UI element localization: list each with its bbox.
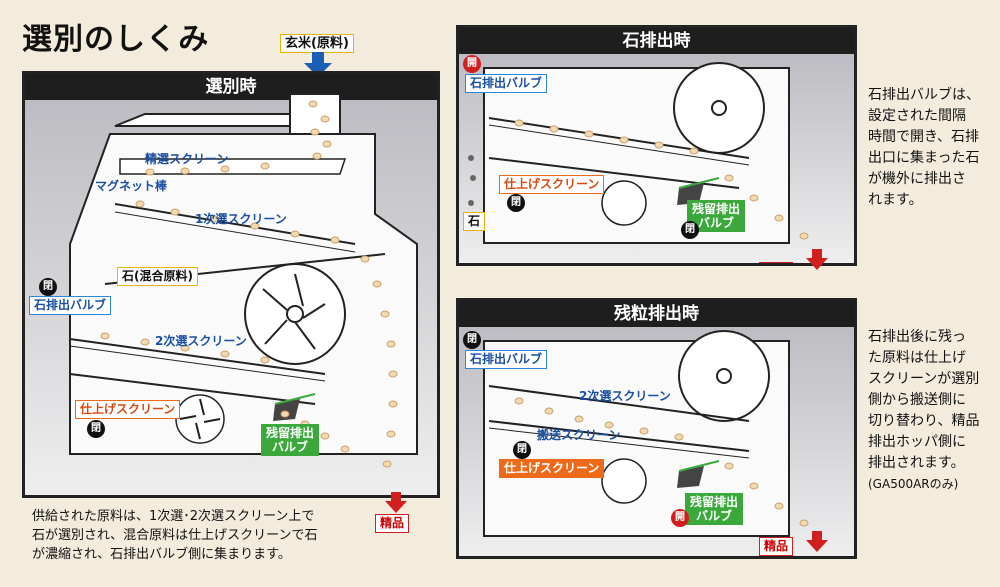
main-stone-valve-label: 石排出バルブ bbox=[29, 296, 112, 315]
main-caption: 供給された原料は、1次選･2次選スクリーン上で 石が選別され、混合原料は仕上げス… bbox=[32, 507, 317, 564]
residual-desc-line1: 石排出後に残っ bbox=[868, 329, 966, 345]
stone-description: 石排出バルブは、 設定された間隔 時間で開き、石排 出口に集まった石 が機外に排… bbox=[868, 85, 980, 211]
main-stone-mixed-label: 石(混合原料) bbox=[117, 267, 198, 286]
main-magnet-rod-label: マグネット棒 bbox=[95, 179, 168, 193]
main-product-label: 精品 bbox=[375, 514, 410, 533]
residual-desc-line8: (GA500ARのみ) bbox=[868, 477, 959, 491]
residual-finishing-screen-label: 仕上げスクリーン bbox=[499, 459, 605, 478]
main-product-arrow-icon bbox=[385, 492, 407, 513]
stone-stone-label: 石 bbox=[463, 212, 486, 231]
residual-secondary-screen-label: 2次選スクリーン bbox=[579, 389, 671, 403]
main-caption-line2: 石が選別され、混合原料は仕上げスクリーンで石 bbox=[32, 528, 318, 543]
residual-panel-title: 残粒排出時 bbox=[459, 301, 854, 327]
stone-desc-line1: 石排出バルブは、 bbox=[868, 87, 980, 103]
stone-desc-line4: 出口に集まった石 bbox=[868, 150, 980, 166]
residual-product-label: 精品 bbox=[759, 537, 794, 556]
residual-desc-line6: 排出ホッパ側に bbox=[868, 434, 966, 450]
residual-closed-marker-mid: 閉 bbox=[513, 441, 531, 459]
residual-residual-valve-line2: バルブ bbox=[696, 509, 733, 523]
residual-open-marker: 開 bbox=[671, 509, 689, 527]
page-title: 選別のしくみ bbox=[22, 22, 210, 57]
residual-description: 石排出後に残っ た原料は仕上げ スクリーンが選別 側から搬送側に 切り替わり、精… bbox=[868, 327, 979, 495]
main-residual-valve-line2: バルブ bbox=[272, 440, 309, 454]
main-secondary-screen-label: 2次選スクリーン bbox=[155, 334, 247, 348]
main-closed-marker-top: 閉 bbox=[39, 278, 57, 296]
feed-label: 玄米(原料) bbox=[280, 34, 354, 53]
stone-finishing-screen-label: 仕上げスクリーン bbox=[499, 175, 605, 194]
stone-machine-diagram bbox=[459, 54, 854, 263]
residual-transfer-screen-label: 搬送スクリーン bbox=[537, 428, 621, 442]
stone-closed-marker-right: 閉 bbox=[681, 221, 699, 239]
main-caption-line1: 供給された原料は、1次選･2次選スクリーン上で bbox=[32, 509, 315, 524]
stone-desc-line5: が機外に排出さ bbox=[868, 171, 966, 187]
residual-desc-line7: 排出されます。 bbox=[868, 455, 965, 471]
residual-residual-valve-line1: 残留排出 bbox=[690, 495, 739, 509]
residual-desc-line4: 側から搬送側に bbox=[868, 392, 966, 408]
stone-desc-line6: れます。 bbox=[868, 192, 923, 208]
stone-residual-valve-line2: バルブ bbox=[698, 216, 735, 230]
main-panel-title: 選別時 bbox=[25, 74, 437, 100]
main-panel: 選別時 精選スクリーン マグネット棒 1次選スクリーン 石(混合原料) 閉 bbox=[22, 71, 440, 498]
stone-desc-line2: 設定された間隔 bbox=[868, 108, 966, 124]
main-machine-diagram bbox=[25, 93, 437, 495]
residual-panel: 残粒排出時 閉 石排出バルブ 2次選スクリーン 搬送スクリーン 閉 仕上げスクリ… bbox=[456, 298, 857, 559]
main-residual-valve-line1: 残留排出 bbox=[266, 426, 315, 440]
stone-product-arrow-icon bbox=[806, 249, 828, 270]
residual-desc-line5: 切り替わり、精品 bbox=[868, 413, 980, 429]
stone-valve-label: 石排出バルブ bbox=[465, 74, 548, 93]
main-caption-line3: が濃縮され、石排出バルブ側に集まります。 bbox=[32, 547, 291, 562]
main-residual-valve-label: 残留排出バルブ bbox=[261, 424, 320, 456]
stone-closed-marker-left: 閉 bbox=[507, 194, 525, 212]
residual-desc-line3: スクリーンが選別 bbox=[868, 371, 980, 387]
main-finishing-screen-label: 仕上げスクリーン bbox=[75, 400, 181, 419]
residual-residual-valve-label: 残留排出バルブ bbox=[685, 493, 744, 525]
residual-stone-valve-label: 石排出バルブ bbox=[465, 350, 548, 369]
stone-open-marker: 開 bbox=[463, 55, 481, 73]
residual-machine-diagram bbox=[459, 327, 854, 556]
feed-arrow-icon bbox=[304, 52, 332, 77]
residual-closed-marker-top: 閉 bbox=[463, 331, 481, 349]
stone-panel-title: 石排出時 bbox=[459, 28, 854, 54]
stone-residual-valve-line1: 残留排出 bbox=[692, 202, 741, 216]
stone-desc-line3: 時間で開き、石排 bbox=[868, 129, 980, 145]
residual-desc-line2: た原料は仕上げ bbox=[868, 350, 966, 366]
residual-product-arrow-icon bbox=[806, 531, 828, 552]
stone-product-label: 精品 bbox=[759, 262, 794, 263]
main-closed-marker-bottom: 閉 bbox=[87, 420, 105, 438]
main-precision-screen-label: 精選スクリーン bbox=[145, 152, 229, 166]
main-primary-screen-label: 1次選スクリーン bbox=[195, 212, 287, 226]
